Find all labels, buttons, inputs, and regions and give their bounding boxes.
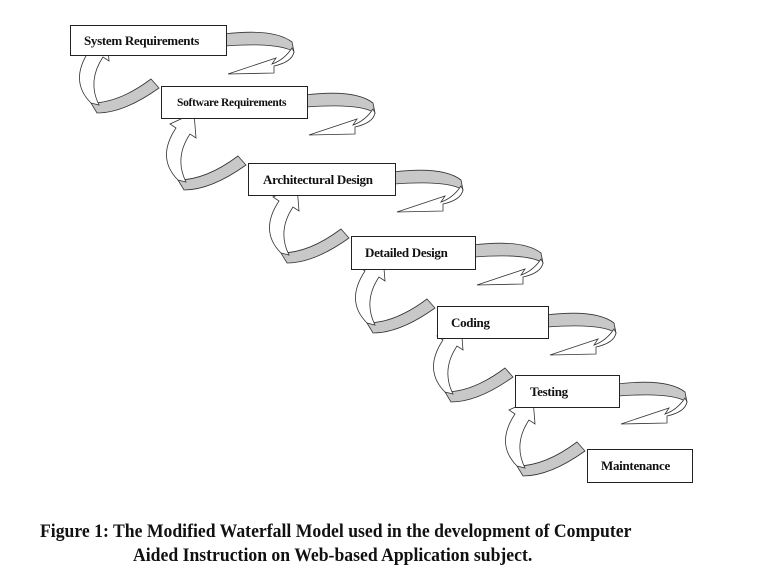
waterfall-diagram: System Requirements Software Requirement…	[70, 25, 693, 483]
phase-software-requirements: Software Requirements	[161, 86, 308, 119]
phase-testing: Testing	[515, 375, 620, 408]
feedback-arrow-icon	[433, 324, 514, 403]
phase-label: Architectural Design	[263, 171, 373, 187]
phase-system-requirements: System Requirements	[70, 25, 227, 56]
phase-label: System Requirements	[84, 32, 200, 48]
phase-detailed-design: Detailed Design	[351, 236, 476, 270]
forward-arrow-icon	[545, 312, 617, 356]
caption-line-1: Figure 1: The Modified Waterfall Model u…	[40, 521, 632, 542]
phase-label: Coding	[451, 314, 490, 330]
feedback-arrow-icon	[166, 112, 247, 191]
phase-label: Software Requirements	[177, 96, 287, 109]
forward-arrow-icon	[472, 242, 544, 286]
phase-label: Testing	[530, 383, 568, 399]
phase-maintenance: Maintenance	[587, 449, 693, 483]
caption-line-2: Aided Instruction on Web-based Applicati…	[133, 545, 533, 566]
forward-arrow-icon	[223, 31, 295, 75]
feedback-arrow-icon	[505, 398, 586, 477]
forward-arrow-icon	[304, 92, 376, 136]
forward-arrow-icon	[392, 169, 464, 213]
phase-label: Maintenance	[601, 458, 670, 473]
forward-arrow-icon	[616, 381, 688, 425]
feedback-arrow-icon	[269, 185, 350, 264]
phase-label: Detailed Design	[365, 245, 448, 260]
phase-architectural-design: Architectural Design	[248, 163, 396, 196]
phase-coding: Coding	[437, 306, 549, 339]
